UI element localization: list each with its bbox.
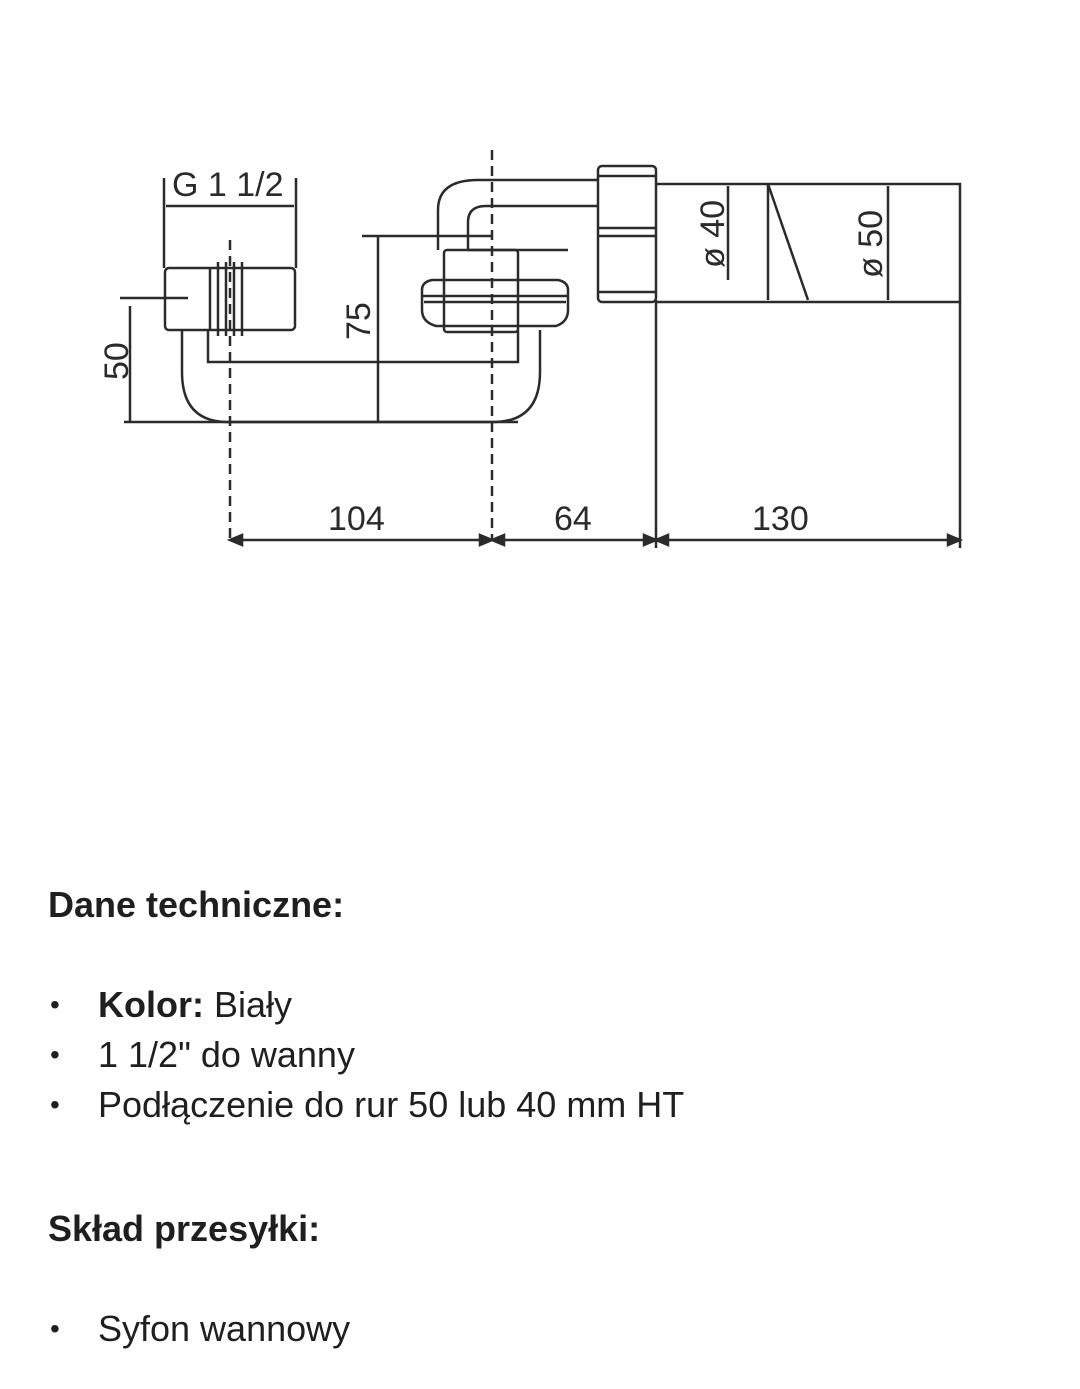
siphon-drawing-svg: G 1 1/2 50 75 ø 40 ø 50 104 64 130: [48, 0, 1080, 848]
bullet-icon: •: [50, 1313, 60, 1344]
dim-height-75-label: 75: [340, 302, 378, 340]
dim-thread-label: G 1 1/2: [172, 166, 284, 204]
color-value: Biały: [203, 984, 293, 1025]
package-heading: Skład przesyłki:: [48, 1208, 321, 1249]
package-list: • Syfon wannowy: [48, 1304, 350, 1354]
bullet-icon: •: [50, 1039, 60, 1070]
dim-length-64-label: 64: [554, 500, 592, 538]
dim-diameter-50-label: ø 50: [852, 210, 890, 278]
tech-data-list: • Kolor: Biały • 1 1/2" do wanny • Podłą…: [48, 980, 684, 1130]
size-value: 1 1/2" do wanny: [98, 1034, 355, 1075]
connection-value: Podłączenie do rur 50 lub 40 mm HT: [98, 1084, 685, 1125]
list-item-color: • Kolor: Biały: [48, 980, 684, 1030]
tech-data-heading: Dane techniczne:: [48, 884, 345, 925]
bullet-icon: •: [50, 989, 60, 1020]
dim-length-130-label: 130: [752, 500, 809, 538]
dim-diameter-40-label: ø 40: [694, 200, 732, 268]
list-item-connection: • Podłączenie do rur 50 lub 40 mm HT: [48, 1080, 684, 1130]
color-key: Kolor:: [98, 984, 204, 1025]
technical-drawing: G 1 1/2 50 75 ø 40 ø 50 104 64 130: [48, 0, 1080, 848]
dim-height-50-label: 50: [98, 342, 136, 380]
dim-length-104-label: 104: [328, 500, 385, 538]
package-value: Syfon wannowy: [98, 1308, 351, 1349]
list-item-package: • Syfon wannowy: [48, 1304, 350, 1354]
bullet-icon: •: [50, 1089, 60, 1120]
drawing-lines: [120, 150, 964, 548]
list-item-size: • 1 1/2" do wanny: [48, 1030, 684, 1080]
